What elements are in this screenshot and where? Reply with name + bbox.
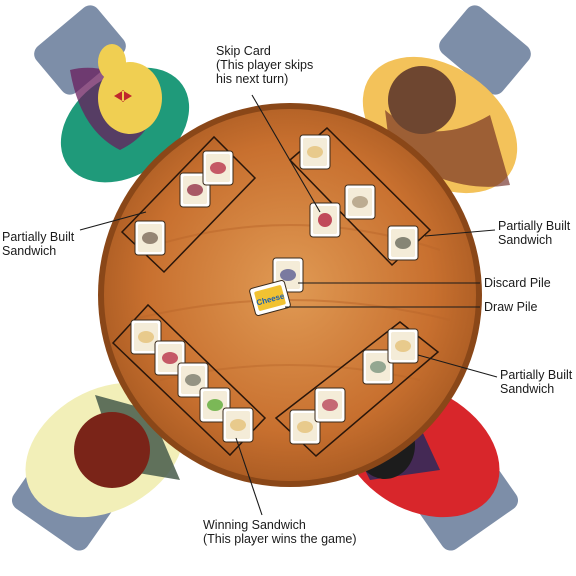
label-partial-right-bottom: Partially Built Sandwich	[500, 368, 572, 396]
chair-top-right	[439, 5, 531, 95]
leader-partial-right-bottom	[417, 354, 498, 378]
leader-skip-card	[251, 94, 321, 213]
skip-card	[309, 202, 341, 238]
card-lane-bottom-left	[111, 303, 267, 457]
label-winning-sandwich-line1: Winning Sandwich	[203, 518, 306, 532]
player-top-left	[60, 44, 190, 183]
leader-partial-left	[79, 211, 147, 231]
label-winning-sandwich: Winning Sandwich (This player wins the g…	[203, 518, 357, 546]
label-skip-card: Skip Card (This player skips his next tu…	[216, 44, 313, 86]
card-fillings	[138, 146, 411, 433]
leader-partial-right-top	[424, 229, 496, 237]
label-skip-card-line2: (This player skips	[216, 58, 314, 72]
discard-pile	[272, 257, 304, 293]
label-discard-pile-text: Discard Pile	[484, 276, 551, 290]
label-partial-right-top-line1: Partially Built	[498, 219, 571, 233]
label-skip-card-line1: Skip Card	[216, 44, 271, 58]
leader-winning-sandwich	[235, 437, 263, 516]
label-draw-pile-text: Draw Pile	[484, 300, 538, 314]
label-winning-sandwich-line2: (This player wins the game)	[203, 532, 357, 546]
leader-lines	[79, 94, 498, 516]
label-partial-right-top: Partially Built Sandwich	[498, 219, 570, 247]
label-discard-pile: Discard Pile	[484, 276, 551, 290]
label-partial-left-line1: Partially Built	[2, 230, 75, 244]
card-lane-top-right	[288, 126, 432, 267]
card-lane-top-left	[120, 135, 257, 274]
label-partial-left-line2: Sandwich	[2, 244, 57, 258]
label-partial-left: Partially Built Sandwich	[2, 230, 74, 258]
label-partial-right-bottom-line1: Partially Built	[500, 368, 573, 382]
label-draw-pile: Draw Pile	[484, 300, 538, 314]
label-partial-right-top-line2: Sandwich	[498, 233, 553, 247]
card-lane-bottom-right	[274, 321, 440, 458]
chair-top-left	[34, 5, 126, 95]
draw-pile: Cheese	[249, 279, 291, 317]
label-partial-right-bottom-line2: Sandwich	[500, 382, 555, 396]
label-skip-card-line3: his next turn)	[216, 72, 289, 86]
